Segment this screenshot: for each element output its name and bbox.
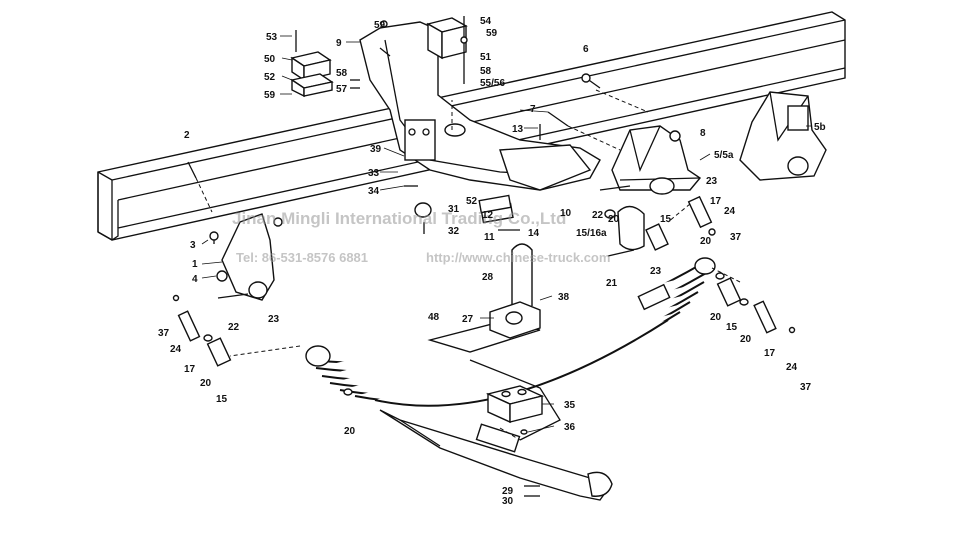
callout-55-56: 55/56 bbox=[480, 78, 505, 89]
callout-27: 27 bbox=[462, 314, 474, 325]
callout-8-upper: 8 bbox=[700, 128, 706, 139]
callout-30: 30 bbox=[502, 496, 514, 507]
callout-23-shackle: 23 bbox=[650, 266, 662, 277]
callout-24-shackle: 24 bbox=[724, 206, 736, 217]
callout-5-5a: 5/5a bbox=[714, 150, 734, 161]
callout-22-left: 22 bbox=[228, 322, 240, 333]
callout-34: 34 bbox=[368, 186, 380, 197]
watermark-company: Jinan Mingli International Trading Co.,L… bbox=[232, 209, 566, 228]
callout-20-shackle-a: 20 bbox=[608, 214, 620, 225]
callout-24-right: 24 bbox=[786, 362, 798, 373]
callout-17-left: 17 bbox=[184, 364, 196, 375]
right-spring-pin-set bbox=[715, 272, 796, 334]
callout-20-lower: 20 bbox=[344, 426, 356, 437]
shackle-pin-set bbox=[604, 195, 716, 251]
callout-7: 7 bbox=[530, 104, 536, 115]
callout-54: 54 bbox=[480, 16, 492, 27]
callout-37-right: 37 bbox=[800, 382, 812, 393]
callout-17-shackle: 17 bbox=[710, 196, 722, 207]
callout-58-left: 58 bbox=[336, 68, 348, 79]
callout-48: 48 bbox=[428, 312, 440, 323]
callout-57: 57 bbox=[336, 84, 348, 95]
callout-14: 14 bbox=[528, 228, 540, 239]
callout-labels: 2 3 1 4 5b 5/5a 6 7 8 9 10 11 12 13 14 1… bbox=[158, 16, 826, 507]
callout-1: 1 bbox=[192, 259, 198, 270]
callout-29: 29 bbox=[502, 486, 514, 497]
callout-15-16a: 15/16a bbox=[576, 228, 607, 239]
callout-59-top: 59 bbox=[374, 20, 386, 31]
callout-38: 38 bbox=[558, 292, 570, 303]
left-spring-bracket bbox=[209, 213, 283, 301]
callout-59-right: 59 bbox=[486, 28, 498, 39]
left-spring-pin-set bbox=[172, 294, 232, 367]
callout-22-right: 22 bbox=[592, 210, 604, 221]
callout-13: 13 bbox=[512, 124, 524, 135]
upper-right-rubber-pad bbox=[426, 16, 468, 84]
upper-left-rubber-pad bbox=[290, 30, 334, 98]
callout-37-shackle: 37 bbox=[730, 232, 742, 243]
callout-36: 36 bbox=[564, 422, 576, 433]
callout-12: 12 bbox=[482, 210, 494, 221]
callout-50: 50 bbox=[264, 54, 276, 65]
callout-35: 35 bbox=[564, 400, 576, 411]
callout-24-left: 24 bbox=[170, 344, 182, 355]
bump-stop-block bbox=[485, 385, 545, 424]
callout-21: 21 bbox=[606, 278, 618, 289]
callout-33: 33 bbox=[368, 168, 380, 179]
callout-leader-lines bbox=[201, 35, 812, 433]
callout-23-left: 23 bbox=[268, 314, 280, 325]
bolts bbox=[187, 20, 635, 497]
callout-59-left: 59 bbox=[264, 90, 276, 101]
callout-37-left: 37 bbox=[158, 328, 170, 339]
callout-15-left: 15 bbox=[216, 394, 228, 405]
callout-15-shackle: 15 bbox=[660, 214, 672, 225]
callout-31: 31 bbox=[448, 204, 460, 215]
callout-2: 2 bbox=[184, 130, 190, 141]
callout-17-right: 17 bbox=[764, 348, 776, 359]
axle-beam bbox=[379, 359, 613, 501]
callout-20-left: 20 bbox=[200, 378, 212, 389]
callout-32: 32 bbox=[448, 226, 460, 237]
callout-39: 39 bbox=[370, 144, 382, 155]
callout-52-center: 52 bbox=[466, 196, 478, 207]
callout-10: 10 bbox=[560, 208, 572, 219]
callout-5b: 5b bbox=[814, 122, 826, 133]
watermark-tel: Tel: 86-531-8576 6881 bbox=[236, 250, 368, 265]
callout-53: 53 bbox=[266, 32, 278, 43]
callout-15-right: 15 bbox=[726, 322, 738, 333]
watermark-web: http://www.chinese-truck.com bbox=[426, 250, 610, 265]
callout-23-right: 23 bbox=[706, 176, 718, 187]
callout-20-shackle-b: 20 bbox=[700, 236, 712, 247]
assembly-guide-lines bbox=[195, 89, 741, 441]
callout-20-right-a: 20 bbox=[710, 312, 722, 323]
callout-4: 4 bbox=[192, 274, 198, 285]
front-spring-hanger bbox=[611, 125, 702, 195]
callout-9: 9 bbox=[336, 38, 342, 49]
callout-51: 51 bbox=[480, 52, 492, 63]
rear-spring-hanger bbox=[739, 91, 827, 181]
callout-11: 11 bbox=[484, 232, 495, 243]
callout-20-right-b: 20 bbox=[740, 334, 752, 345]
callout-3: 3 bbox=[190, 240, 196, 251]
callout-6: 6 bbox=[583, 44, 589, 55]
callout-58-right: 58 bbox=[480, 66, 492, 77]
callout-52-left: 52 bbox=[264, 72, 276, 83]
callout-28: 28 bbox=[482, 272, 494, 283]
spring-seat-plate bbox=[427, 301, 541, 353]
